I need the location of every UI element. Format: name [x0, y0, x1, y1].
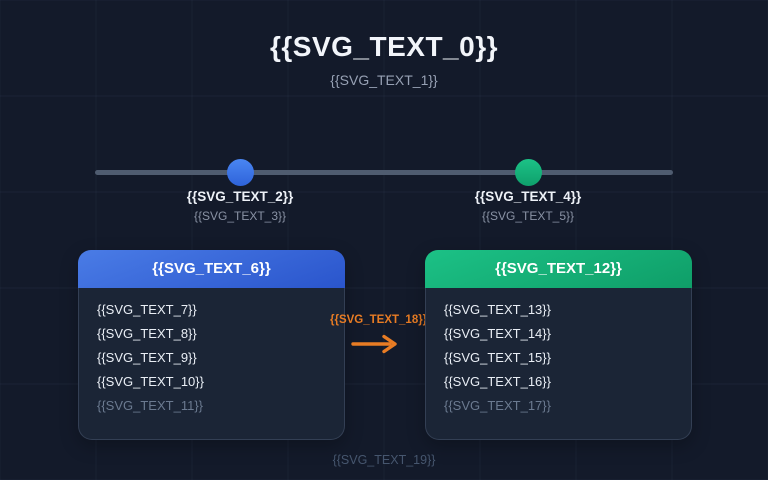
list-item: {{SVG_TEXT_7}} — [97, 302, 197, 317]
timeline-dot-green — [515, 159, 542, 186]
right-arrow-icon — [351, 334, 397, 354]
milestone-second: {{SVG_TEXT_4}} {{SVG_TEXT_5}} — [418, 189, 638, 223]
page-subtitle: {{SVG_TEXT_1}} — [330, 72, 438, 88]
card-left-item-list: {{SVG_TEXT_7}} {{SVG_TEXT_8}} {{SVG_TEXT… — [79, 288, 344, 418]
list-item: {{SVG_TEXT_13}} — [444, 302, 551, 317]
footer-caption: {{SVG_TEXT_19}} — [332, 453, 436, 467]
list-item: {{SVG_TEXT_14}} — [444, 326, 551, 341]
milestone-label: {{SVG_TEXT_2}} — [186, 189, 294, 204]
transition-arrow-group: {{SVG_TEXT_18}} — [330, 314, 428, 354]
card-left-header: {{SVG_TEXT_6}} — [78, 250, 345, 288]
list-item: {{SVG_TEXT_8}} — [97, 326, 197, 341]
list-item: {{SVG_TEXT_10}} — [97, 374, 204, 389]
card-left: {{SVG_TEXT_6}} {{SVG_TEXT_7}} {{SVG_TEXT… — [78, 250, 345, 440]
milestone-sublabel: {{SVG_TEXT_3}} — [193, 209, 287, 223]
list-item-muted: {{SVG_TEXT_17}} — [444, 398, 551, 413]
card-right: {{SVG_TEXT_12}} {{SVG_TEXT_13}} {{SVG_TE… — [425, 250, 692, 440]
list-item: {{SVG_TEXT_16}} — [444, 374, 551, 389]
card-right-header: {{SVG_TEXT_12}} — [425, 250, 692, 288]
timeline-dot-blue — [227, 159, 254, 186]
milestone-first: {{SVG_TEXT_2}} {{SVG_TEXT_3}} — [130, 189, 350, 223]
list-item-muted: {{SVG_TEXT_11}} — [97, 398, 203, 413]
timeline-line — [95, 170, 673, 175]
transition-arrow-label: {{SVG_TEXT_18}} — [330, 314, 428, 326]
list-item: {{SVG_TEXT_15}} — [444, 350, 551, 365]
card-right-item-list: {{SVG_TEXT_13}} {{SVG_TEXT_14}} {{SVG_TE… — [426, 288, 691, 418]
page-title: {{SVG_TEXT_0}} — [270, 31, 498, 62]
list-item: {{SVG_TEXT_9}} — [97, 350, 197, 365]
milestone-sublabel: {{SVG_TEXT_5}} — [481, 209, 575, 223]
milestone-label: {{SVG_TEXT_4}} — [474, 189, 582, 204]
